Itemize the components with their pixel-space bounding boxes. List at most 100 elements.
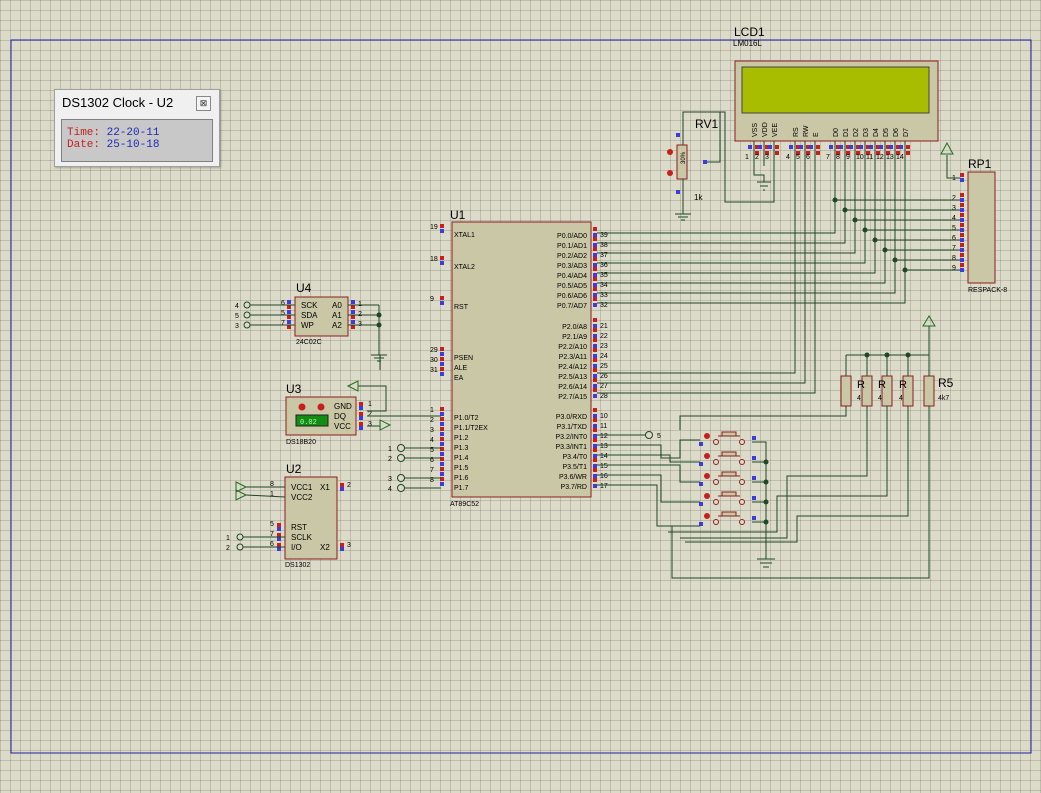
u2-terminal: 2 <box>226 545 230 552</box>
lcd-pin-number: 12 <box>876 154 884 161</box>
u1-pin-name: P2.3/A11 <box>559 354 587 361</box>
pin-marker <box>876 145 880 149</box>
u1-pin-number: 21 <box>600 323 608 330</box>
push-button[interactable] <box>699 431 756 446</box>
u1-pin-number: 29 <box>430 347 438 354</box>
wire <box>597 160 836 234</box>
power-arrow-rp1 <box>940 141 954 155</box>
pin-marker <box>593 464 597 468</box>
pin-marker <box>960 203 964 207</box>
u4-terminal: 5 <box>235 313 239 320</box>
wire <box>682 111 775 203</box>
pin-marker <box>440 467 444 471</box>
pin-marker <box>593 318 597 322</box>
u1-pin-number: 13 <box>600 443 608 450</box>
pin-marker <box>758 145 762 149</box>
pin-marker <box>593 287 597 291</box>
lcd1-component[interactable]: LCD1 LM016L VSS1VDD2VEE3RS4RW5E6D07D18D2… <box>733 25 939 161</box>
junction-dot <box>905 352 911 358</box>
u1-pin-number: 5 <box>430 447 434 454</box>
pin-marker <box>593 458 597 462</box>
pin-marker <box>593 454 597 458</box>
terminal-node <box>397 474 405 482</box>
rv1-percent: 30% <box>681 151 687 164</box>
ds1302-clock-popup[interactable]: DS1302 Clock - U2 ⊠ Time: 22-20-11 Date:… <box>54 89 220 167</box>
pin-marker <box>593 388 597 392</box>
pin-marker <box>340 547 344 551</box>
pin-marker <box>752 436 756 440</box>
wire <box>358 385 387 412</box>
junction-dot <box>884 352 890 358</box>
u4-pin-number: 6 <box>281 300 285 307</box>
u4-component[interactable]: U4 24C02C SCK64SDA55WP73A01A12A23 <box>235 281 380 355</box>
date-row: Date: 25-10-18 <box>67 139 159 151</box>
rv1-component[interactable]: 30% RV1 1k <box>667 117 718 202</box>
pin-marker <box>768 145 772 149</box>
pin-marker <box>896 151 900 155</box>
pin-marker <box>440 432 444 436</box>
u4-ref: U4 <box>296 281 312 295</box>
pin-marker <box>960 238 964 242</box>
r-label-3: R <box>899 379 907 391</box>
pin-marker <box>593 438 597 442</box>
push-button[interactable] <box>699 491 756 506</box>
r5-resistor-group[interactable]: R R R R5 4 4 4 4k7 <box>840 315 954 407</box>
power-arrow-r5 <box>922 315 936 327</box>
lcd-pin-number: 4 <box>786 154 790 161</box>
junction-dot <box>763 519 769 525</box>
pin-marker <box>340 483 344 487</box>
pin-marker <box>960 248 964 252</box>
u2-pin-name: I/O <box>291 543 302 552</box>
pin-marker <box>593 334 597 338</box>
u1-component[interactable]: U1 AT89C52 19XTAL118XTAL29RST29PSEN30ALE… <box>430 208 608 508</box>
u1-pin-number: 38 <box>600 242 608 249</box>
pin-marker <box>440 362 444 366</box>
pin-marker <box>829 145 833 149</box>
pin-marker <box>775 151 779 155</box>
pin-marker <box>440 407 444 411</box>
close-icon[interactable]: ⊠ <box>196 96 211 111</box>
u1-pin-number: 6 <box>430 457 434 464</box>
lcd-pin-number: 7 <box>826 154 830 161</box>
pin-marker <box>960 223 964 227</box>
u1-pin-name: P3.4/T0 <box>562 454 587 461</box>
u1-pin-name: P2.0/A8 <box>562 324 587 331</box>
pin-marker <box>593 424 597 428</box>
rv1-value: 1k <box>694 193 703 202</box>
lcd-part: LM016L <box>733 39 762 48</box>
pin-marker <box>856 145 860 149</box>
pin-marker <box>440 261 444 265</box>
pin-marker <box>593 408 597 412</box>
pin-marker <box>866 145 870 149</box>
pin-marker <box>287 325 291 329</box>
pin-marker <box>593 227 597 231</box>
lcd-pin-number: 14 <box>896 154 904 161</box>
push-button[interactable] <box>699 511 756 526</box>
push-button[interactable] <box>699 451 756 466</box>
wire <box>597 160 866 264</box>
pin-marker <box>593 297 597 301</box>
popup-body: Time: 22-20-11 Date: 25-10-18 <box>61 119 213 162</box>
u2-terminal: 1 <box>226 535 230 542</box>
push-button[interactable] <box>699 471 756 486</box>
pin-marker <box>351 325 355 329</box>
rp1-pin-number: 6 <box>952 235 956 242</box>
u1-pin-name: P2.1/A9 <box>562 334 587 341</box>
pin-marker <box>699 462 703 466</box>
lcd-pin-name: VDD <box>762 122 769 137</box>
wire <box>685 406 909 543</box>
rp1-pin-number: 2 <box>952 195 956 202</box>
pin-marker <box>440 482 444 486</box>
pin-marker <box>796 145 800 149</box>
pin-marker <box>752 476 756 480</box>
push-buttons[interactable] <box>699 431 756 526</box>
pin-marker <box>287 310 291 314</box>
pin-marker <box>351 305 355 309</box>
pin-marker <box>277 547 281 551</box>
junction-dot <box>376 322 382 328</box>
